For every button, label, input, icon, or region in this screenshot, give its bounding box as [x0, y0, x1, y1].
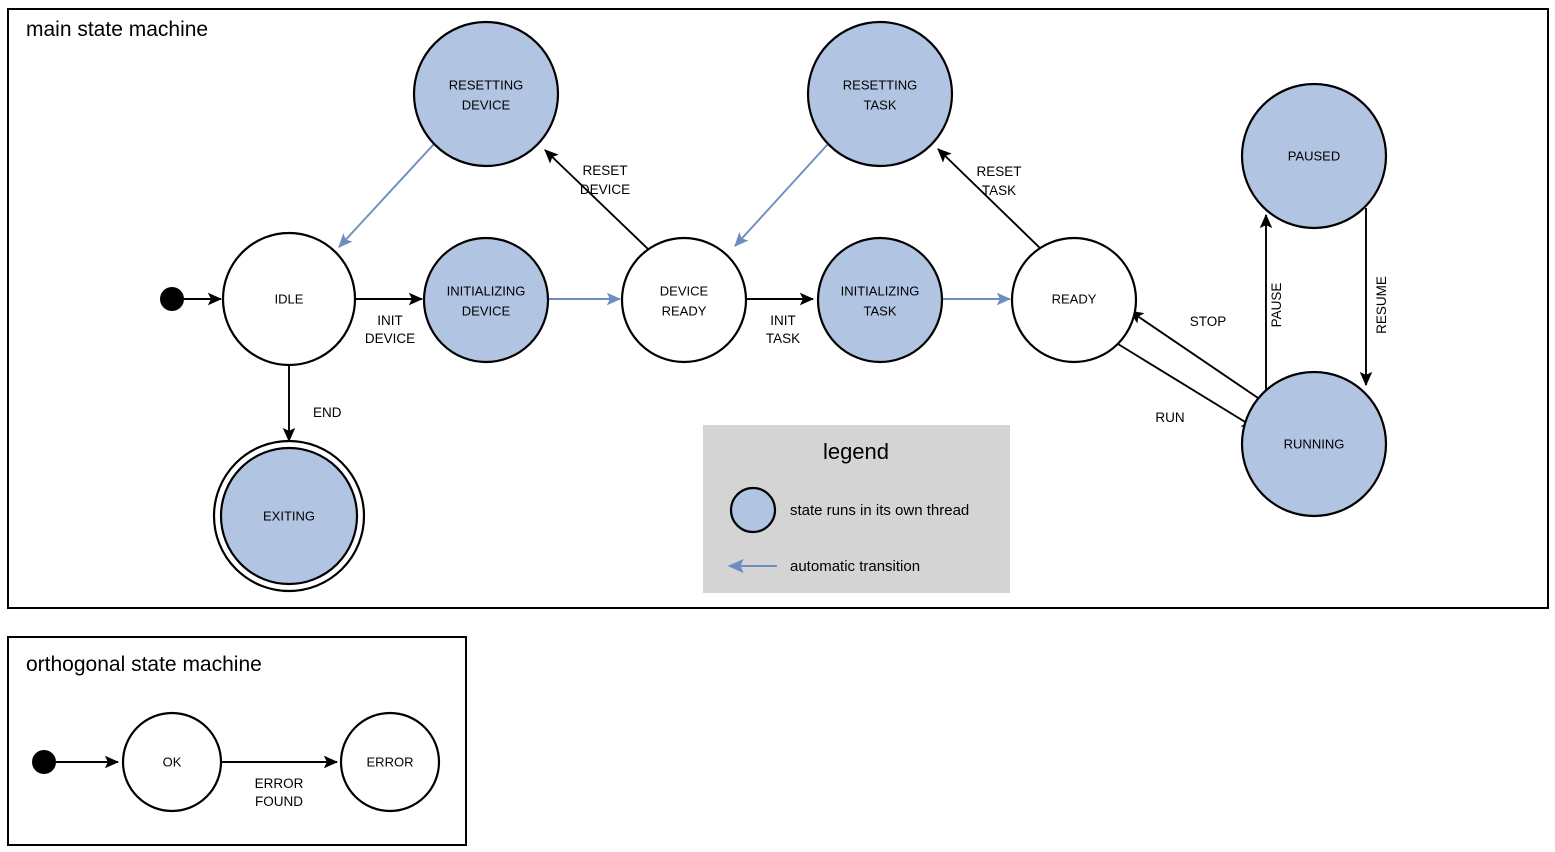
state-paused-shape[interactable]	[1240, 82, 1388, 230]
state-initializing-device-shape[interactable]	[422, 236, 550, 364]
state-device-ready[interactable]: DEVICE READY	[620, 236, 748, 364]
edge-label-reset-task-line2: TASK	[982, 183, 1016, 198]
state-paused-label: PAUSED	[1288, 148, 1341, 163]
state-device-ready-label-line2: READY	[662, 303, 707, 318]
state-resetting-task[interactable]: RESETTING TASK	[806, 20, 954, 168]
orthogonal-state-machine-title: orthogonal state machine	[26, 653, 262, 676]
legend: legend state runs in its own thread auto…	[703, 425, 1010, 593]
state-ready-shape[interactable]	[1010, 236, 1138, 364]
orthogonal-state-ok-shape[interactable]	[121, 711, 223, 813]
state-device-ready-shape[interactable]	[620, 236, 748, 364]
orthogonal-state-machine-frame	[7, 636, 467, 846]
orthogonal-state-error-shape[interactable]	[339, 711, 441, 813]
legend-automatic-text: automatic transition	[790, 558, 920, 575]
state-idle-shape[interactable]	[221, 231, 357, 367]
state-exiting-outer-ring	[212, 439, 366, 593]
edge-label-init-device-line1: INIT	[377, 313, 403, 328]
edge-label-reset-device-line2: DEVICE	[580, 182, 630, 197]
edge-resetting-task-device-ready	[734, 143, 829, 247]
state-ready[interactable]: READY	[1010, 236, 1138, 364]
orthogonal-transition-ok-to-error: ERROR FOUND	[222, 755, 339, 809]
transition-device-ready-to-initializing-task: INIT TASK	[747, 292, 815, 346]
orthogonal-state-error-label: ERROR	[367, 754, 414, 769]
transition-ready-to-running: RUN	[1117, 343, 1256, 429]
edge-label-run: RUN	[1155, 410, 1184, 425]
orthogonal-state-ok[interactable]: OK	[121, 711, 223, 813]
transition-resetting-device-to-idle	[338, 143, 435, 248]
edge-label-init-device-line2: DEVICE	[365, 331, 415, 346]
state-idle-label: IDLE	[275, 291, 304, 306]
state-initializing-task-label-line1: INITIALIZING	[841, 283, 920, 298]
orthogonal-edge-label-error-found-line1: ERROR	[255, 776, 304, 791]
state-resetting-device-shape[interactable]	[412, 20, 560, 168]
initial-state-dot	[160, 287, 184, 311]
transition-idle-to-exiting: END	[282, 366, 342, 443]
state-exiting-label: EXITING	[263, 508, 315, 523]
state-initializing-task-shape[interactable]	[816, 236, 944, 364]
orthogonal-transition-start-to-ok	[32, 750, 120, 774]
state-exiting[interactable]: EXITING	[212, 439, 366, 593]
edge-label-pause: PAUSE	[1269, 283, 1284, 328]
edge-label-reset-task-line1: RESET	[976, 164, 1021, 179]
state-resetting-task-label-line1: RESETTING	[843, 77, 917, 92]
state-ready-label: READY	[1052, 291, 1097, 306]
transition-resetting-task-to-device-ready	[734, 143, 829, 247]
state-initializing-device[interactable]: INITIALIZING DEVICE	[422, 236, 550, 364]
state-running-shape[interactable]	[1240, 370, 1388, 518]
state-resetting-device[interactable]: RESETTING DEVICE	[412, 20, 560, 168]
legend-title: legend	[823, 439, 889, 464]
legend-thread-text: state runs in its own thread	[790, 502, 969, 519]
transition-ready-to-resetting-task: RESET TASK	[937, 148, 1043, 251]
state-running[interactable]: RUNNING	[1240, 370, 1388, 518]
main-state-machine-title: main state machine	[26, 18, 208, 41]
state-initializing-device-label-line2: DEVICE	[462, 303, 511, 318]
edge-label-stop: STOP	[1190, 314, 1227, 329]
state-resetting-task-shape[interactable]	[806, 20, 954, 168]
edge-ready-resetting-task	[937, 148, 1043, 251]
state-resetting-device-label-line1: RESETTING	[449, 77, 523, 92]
transition-paused-to-running: RESUME	[1359, 208, 1389, 387]
state-idle[interactable]: IDLE	[221, 231, 357, 367]
state-running-label: RUNNING	[1284, 436, 1345, 451]
orthogonal-edge-label-error-found-line2: FOUND	[255, 794, 303, 809]
orthogonal-state-error[interactable]: ERROR	[339, 711, 441, 813]
edge-resetting-device-idle	[338, 143, 435, 248]
orthogonal-state-ok-label: OK	[163, 754, 182, 769]
state-initializing-device-label-line1: INITIALIZING	[447, 283, 526, 298]
edge-device-ready-resetting-device	[544, 149, 649, 250]
edge-ready-running	[1117, 343, 1256, 429]
main-state-machine-frame	[7, 8, 1549, 609]
state-resetting-task-label-line2: TASK	[864, 97, 897, 112]
orthogonal-initial-state-dot	[32, 750, 56, 774]
edge-label-init-task-line2: TASK	[766, 331, 800, 346]
state-exiting-shape[interactable]	[219, 446, 359, 586]
transition-running-to-paused: PAUSE	[1259, 213, 1284, 395]
state-paused[interactable]: PAUSED	[1240, 82, 1388, 230]
edge-label-reset-device-line1: RESET	[582, 163, 627, 178]
edge-label-init-task-line1: INIT	[770, 313, 796, 328]
state-initializing-task-label-line2: TASK	[864, 303, 897, 318]
edge-label-end: END	[313, 405, 342, 420]
edge-running-ready	[1129, 310, 1262, 401]
transition-running-to-ready: STOP	[1129, 310, 1262, 401]
state-device-ready-label-line1: DEVICE	[660, 283, 709, 298]
transition-idle-to-initializing-device: INIT DEVICE	[355, 292, 424, 346]
state-initializing-task[interactable]: INITIALIZING TASK	[816, 236, 944, 364]
legend-thread-swatch-icon	[729, 486, 777, 534]
edge-label-resume: RESUME	[1374, 276, 1389, 334]
transition-device-ready-to-resetting-device: RESET DEVICE	[544, 149, 649, 250]
state-resetting-device-label-line2: DEVICE	[462, 97, 511, 112]
transition-start-to-idle	[160, 287, 223, 311]
